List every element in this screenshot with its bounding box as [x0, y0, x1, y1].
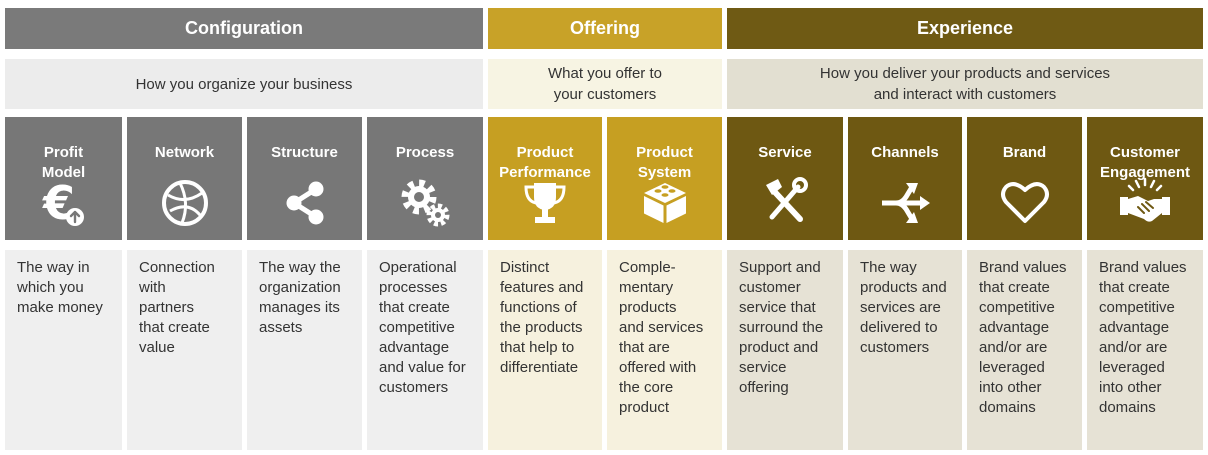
building-block-icon [643, 183, 686, 223]
description-customer-engagement: Brand values that create competitive adv… [1087, 250, 1203, 450]
tile-label: Brand [1002, 144, 1047, 161]
description-service: Support and customer service that surrou… [727, 250, 843, 450]
tile-product-system: Product System [607, 117, 722, 240]
offering-header: Offering [488, 8, 722, 49]
diverging-arrows-icon [882, 183, 930, 223]
tile-process: Process [367, 117, 483, 240]
tile-profit-model: Profit Model € [5, 117, 122, 240]
tile-label: Product Performance [499, 144, 591, 181]
description-profit-model: The way in which you make money [5, 250, 122, 450]
share-icon [286, 181, 323, 225]
offering-subtitle-text: What you offer to your customers [548, 65, 662, 103]
configuration-header: Configuration [5, 8, 483, 49]
experience-subtitle-text: How you deliver your products and servic… [819, 65, 1111, 103]
gears-icon [401, 179, 450, 227]
configuration-subtitle: How you organize your business [5, 59, 483, 109]
euro-icon: € [41, 176, 84, 230]
heart-icon [1000, 182, 1049, 223]
description-process: Operational processes that create compet… [367, 250, 483, 450]
configuration-title: Configuration [185, 18, 303, 38]
tile-channels: Channels [848, 117, 962, 240]
tile-brand: Brand [967, 117, 1082, 240]
tile-service: Service [727, 117, 843, 240]
offering-title: Offering [570, 18, 640, 38]
description-product-system: Comple- mentary products and services th… [607, 250, 722, 450]
tile-product-performance: Product Performance [488, 117, 602, 240]
tile-label: Product System [636, 144, 693, 181]
tile-customer-engagement: Customer Engagement [1087, 117, 1203, 240]
tile-label: Profit Model [41, 144, 86, 181]
offering-subtitle: What you offer to your customers [488, 59, 722, 109]
experience-header: Experience [727, 8, 1203, 49]
tools-icon [766, 177, 808, 222]
experience-title: Experience [916, 18, 1014, 38]
tile-structure: Structure [247, 117, 362, 240]
experience-subtitle: How you deliver your products and servic… [727, 59, 1203, 109]
tile-label: Structure [271, 144, 338, 161]
description-network: Connection with partners that create val… [127, 250, 242, 450]
description-product-performance: Distinct features and functions of the p… [488, 250, 602, 450]
handshake-icon [1120, 177, 1170, 222]
tile-label: Customer Engagement [1099, 144, 1190, 181]
description-brand: Brand values that create competitive adv… [967, 250, 1082, 450]
tile-label: Channels [871, 144, 939, 161]
tile-label: Service [758, 144, 812, 161]
tile-label: Process [395, 144, 455, 161]
description-channels: The way products and services are delive… [848, 250, 962, 450]
configuration-subtitle-text: How you organize your business [135, 75, 353, 93]
globe-icon [161, 180, 208, 226]
tile-label: Network [154, 144, 215, 161]
description-structure: The way the organization manages its ass… [247, 250, 362, 450]
tile-network: Network [127, 117, 242, 240]
trophy-icon [524, 183, 566, 223]
